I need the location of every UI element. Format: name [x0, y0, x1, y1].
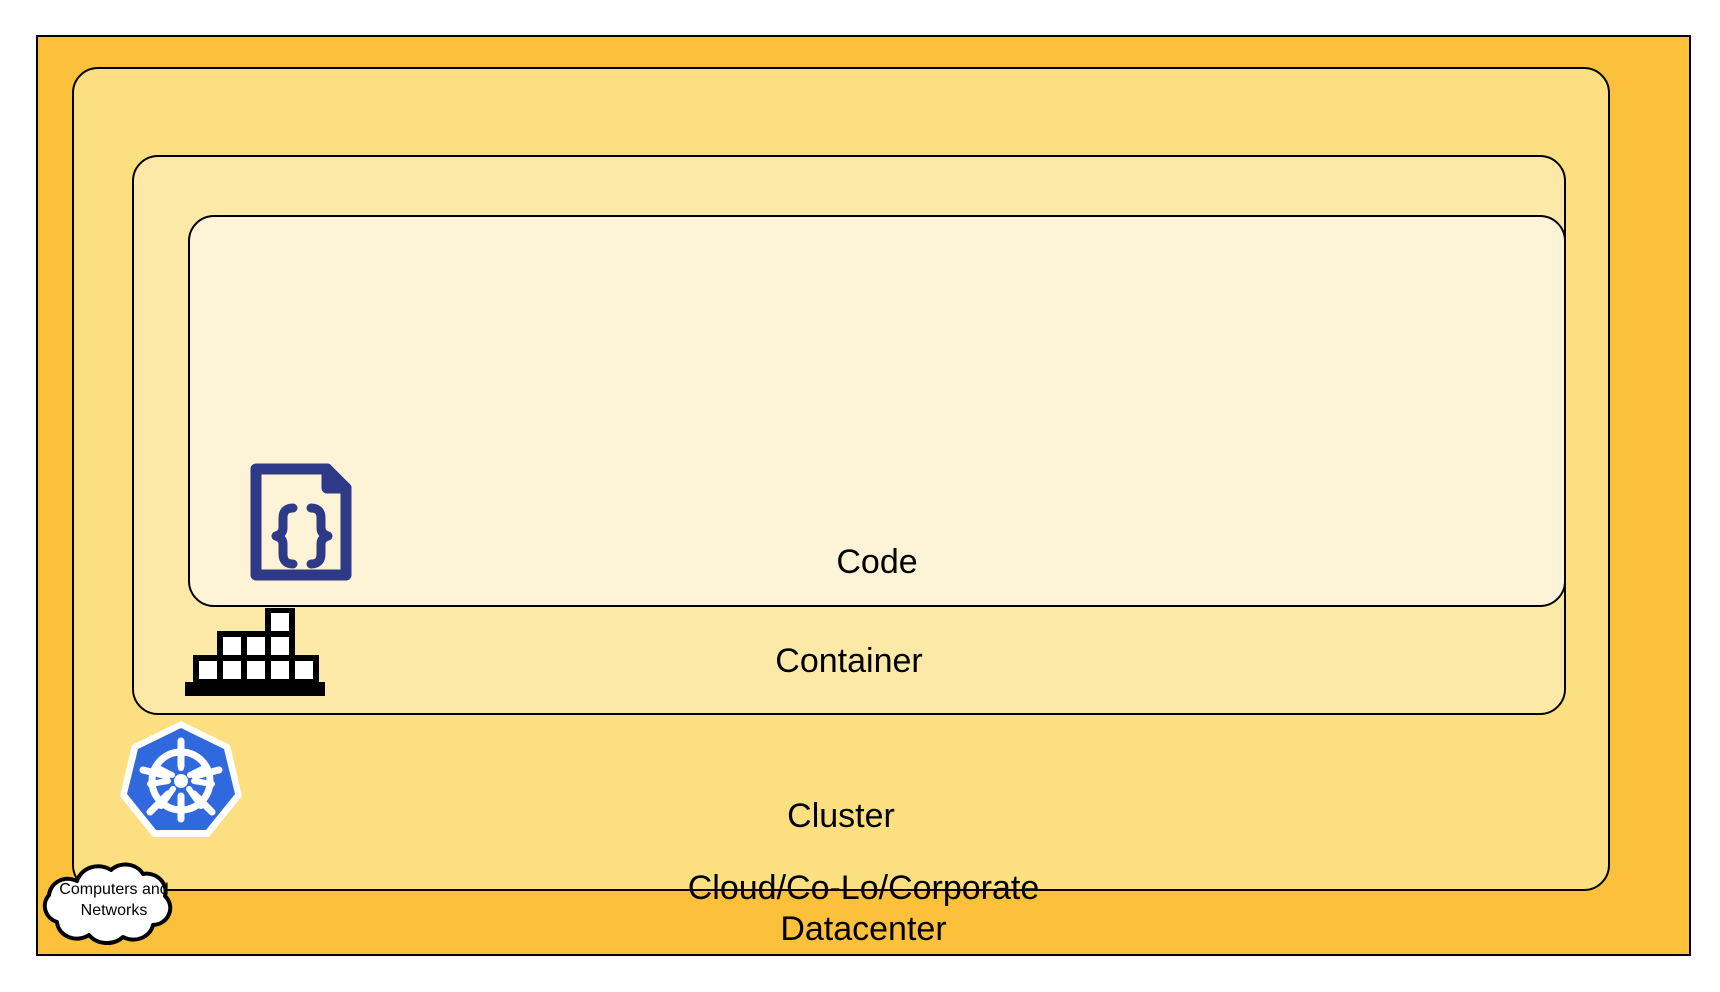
layer-label-datacenter: Cloud/Co-Lo/Corporate Datacenter	[687, 869, 1040, 948]
kubernetes-icon	[120, 721, 242, 837]
layer-label-code: Code	[836, 543, 918, 581]
layer-label-container: Container	[775, 642, 923, 680]
cloud-icon[interactable]	[33, 855, 195, 957]
layer-code[interactable]	[188, 215, 1566, 607]
layer-label-cluster: Cluster	[787, 797, 895, 835]
container-blocks-icon	[185, 608, 325, 696]
code-document-icon	[250, 463, 352, 581]
